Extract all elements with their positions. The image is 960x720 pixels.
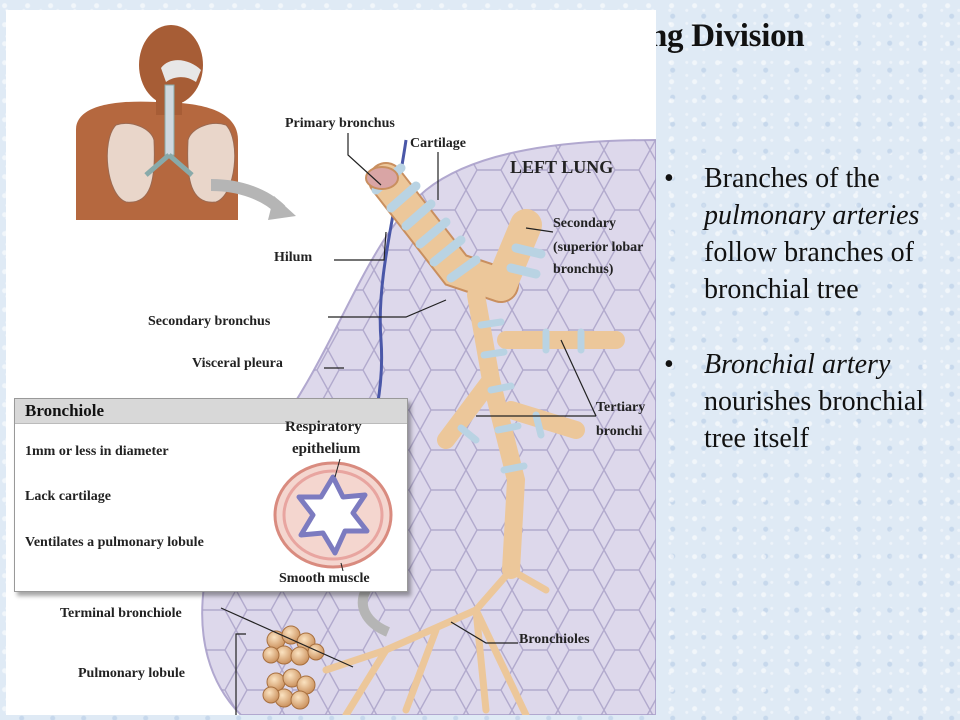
bronchiole-inset: Bronchiole 1mm or less in diameter Lack … [14, 398, 408, 592]
label-left-lung: LEFT LUNG [510, 157, 614, 177]
bullet-marker: • [664, 349, 674, 380]
label-secondary-bronchus: Secondary bronchus [148, 314, 271, 329]
bronchial-tree-figure: Primary bronchus Cartilage Secondary (su… [6, 10, 656, 715]
bullet-text-part: follow branches of bronchial tree [704, 237, 914, 305]
bullet-item: • Bronchial artery nourishes bronchial t… [664, 346, 956, 457]
label-tertiary-bronchi-2: bronchi [596, 424, 643, 439]
inset-fact-cartilage: Lack cartilage [25, 489, 111, 504]
bullet-marker: • [664, 163, 674, 194]
label-visceral-pleura: Visceral pleura [192, 356, 283, 371]
bullet-text-italic: pulmonary arteries [704, 200, 920, 231]
bullet-text: Bronchial artery nourishes bronchial tre… [704, 349, 924, 454]
label-smooth-muscle: Smooth muscle [279, 571, 370, 586]
label-terminal-bronchiole: Terminal bronchiole [60, 606, 182, 621]
inset-arrow [357, 587, 391, 637]
label-secondary-lobar-1: Secondary [553, 216, 616, 231]
inset-fact-diameter: 1mm or less in diameter [25, 444, 169, 459]
label-primary-bronchus: Primary bronchus [285, 116, 395, 131]
inset-header: Bronchiole [15, 399, 407, 424]
bullet-text-italic: Bronchial artery [704, 349, 891, 380]
label-tertiary-bronchi-1: Tertiary [596, 400, 646, 415]
bronchiole-cross-section [273, 459, 393, 571]
label-respiratory-epithelium-2: epithelium [292, 441, 361, 457]
human-figure [76, 25, 238, 220]
label-bronchioles: Bronchioles [519, 632, 590, 647]
label-cartilage: Cartilage [410, 136, 466, 151]
label-pulmonary-lobule: Pulmonary lobule [78, 666, 185, 681]
bullet-item: • Branches of the pulmonary arteries fol… [664, 160, 956, 308]
leader-lines [220, 133, 597, 715]
label-hilum: Hilum [274, 250, 313, 265]
bullet-text-part: Branches of the [704, 163, 880, 194]
bullet-list: • Branches of the pulmonary arteries fol… [664, 160, 956, 495]
label-secondary-lobar-3: bronchus) [553, 262, 614, 277]
pointer-arrow-head [268, 196, 296, 220]
label-secondary-lobar-2: (superior lobar [553, 240, 644, 255]
inset-title: Bronchiole [25, 401, 105, 420]
label-respiratory-epithelium-1: Respiratory [285, 419, 362, 435]
bullet-text-part: nourishes bronchial tree itself [704, 386, 925, 454]
alveolar-sacs [262, 625, 325, 710]
inset-fact-lobule: Ventilates a pulmonary lobule [25, 535, 204, 550]
bullet-text: Branches of the pulmonary arteries follo… [704, 163, 919, 305]
